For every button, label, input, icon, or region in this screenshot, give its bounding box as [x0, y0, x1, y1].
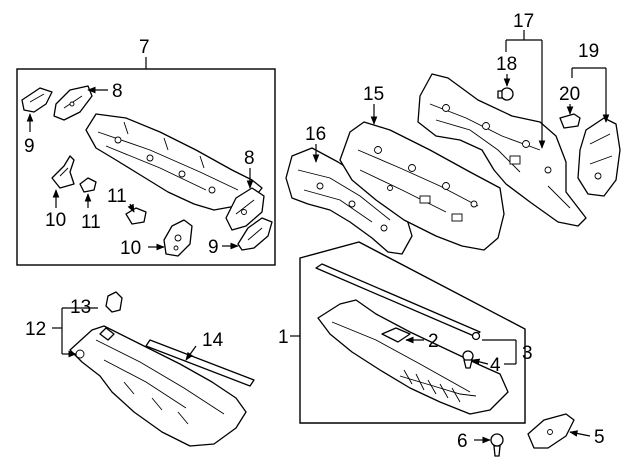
callout-13: 13	[70, 297, 91, 318]
callout-2: 2	[428, 331, 439, 352]
clip-part-4	[462, 350, 474, 369]
callout-8-upper: 8	[112, 81, 123, 102]
bracket-8-lower	[225, 187, 265, 231]
callout-9-upper: 9	[24, 136, 35, 157]
cowl-seal-strip	[315, 263, 481, 337]
callout-labels: 7 8 9 10 11 11 10 8 9 16 15 17 18 19 20 …	[24, 11, 605, 452]
callout-3: 3	[522, 343, 533, 364]
bracket-part-5	[527, 413, 575, 449]
leader-lines	[26, 30, 610, 444]
callout-10-lower: 10	[120, 238, 141, 259]
callout-10-upper: 10	[45, 210, 66, 231]
callout-16: 16	[305, 124, 326, 145]
weatherstrip-14	[145, 339, 255, 387]
bracket-10-upper	[51, 155, 75, 189]
callout-17: 17	[513, 11, 534, 32]
cowl-top-panel	[317, 299, 509, 415]
callout-20: 20	[559, 84, 580, 105]
callout-18: 18	[496, 54, 517, 75]
callout-12: 12	[25, 319, 46, 340]
bolt-18	[497, 87, 514, 101]
dash-panel-part-15	[339, 121, 505, 251]
dash-panel-part-17	[417, 73, 587, 227]
bracket-10-lower	[163, 219, 193, 257]
cowl-lower-panel-12	[69, 325, 247, 447]
clip-20	[559, 113, 581, 129]
callout-8-lower: 8	[244, 148, 255, 169]
cowl-dash-upper-panel	[85, 113, 263, 211]
callout-11-lower: 11	[107, 186, 127, 207]
group-box-1	[299, 241, 526, 424]
bracket-9-upper	[21, 87, 53, 113]
bracket-8-upper	[53, 85, 93, 121]
bracket-19	[577, 117, 621, 197]
callout-1: 1	[278, 327, 289, 348]
callout-5: 5	[594, 427, 605, 448]
callout-7: 7	[139, 37, 150, 58]
bolt-part-6	[490, 433, 504, 457]
callout-6: 6	[457, 431, 468, 452]
callout-4: 4	[490, 355, 501, 376]
callout-19: 19	[578, 41, 599, 62]
callout-11-upper: 11	[81, 212, 101, 233]
callout-15: 15	[363, 84, 384, 105]
bracket-11-lower	[125, 207, 147, 225]
callout-9-lower: 9	[208, 237, 219, 258]
cap-part-3	[471, 331, 481, 341]
grommet-13	[105, 291, 123, 313]
bracket-11-upper	[79, 177, 97, 193]
seal-part-2	[381, 327, 411, 343]
bracket-9-lower	[237, 217, 273, 251]
callout-14: 14	[202, 330, 224, 351]
